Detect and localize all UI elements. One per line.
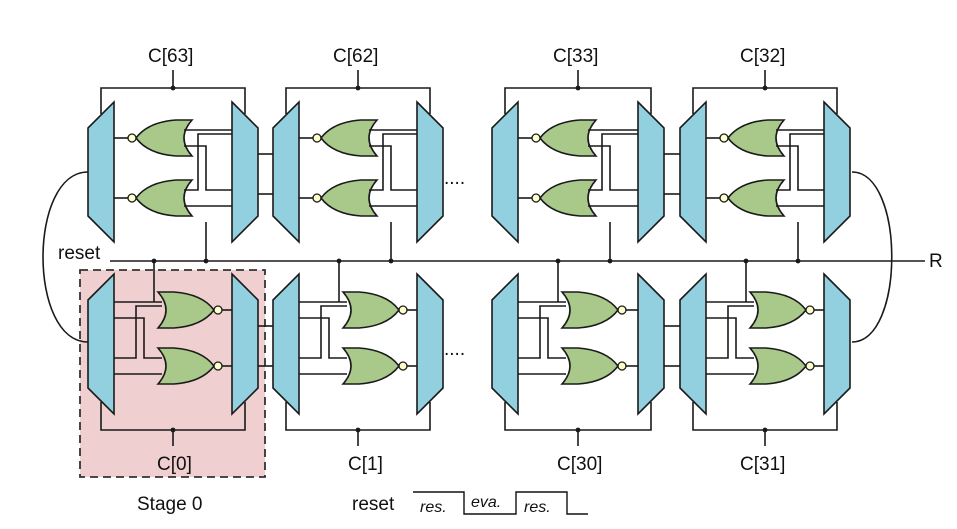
reset-waveform — [413, 491, 588, 515]
top-label-0: C[63] — [148, 46, 193, 67]
stage-0-label: Stage 0 — [137, 494, 203, 515]
bottom-gate-b-1 — [342, 347, 400, 385]
top-label-1: C[62] — [333, 46, 378, 67]
top-gate-b-0 — [135, 179, 193, 217]
reset-label: reset — [58, 243, 101, 264]
bottom-right-mux-2 — [637, 272, 665, 416]
top-bubble-b-2 — [531, 193, 541, 203]
top-gate-a-3 — [727, 119, 785, 157]
top-ellipsis: .... — [444, 168, 465, 189]
bottom-bubble-a-1 — [398, 305, 408, 315]
timing-signal-label: reset — [352, 494, 395, 515]
bottom-bubble-b-0 — [213, 361, 223, 371]
top-gate-b-2 — [539, 179, 597, 217]
bottom-bubble-a-2 — [617, 305, 627, 315]
bottom-right-mux-1 — [416, 272, 444, 416]
bottom-bubble-a-0 — [213, 305, 223, 315]
top-gate-a-0 — [135, 119, 193, 157]
bottom-bubble-b-1 — [398, 361, 408, 371]
bottom-label-2: C[30] — [557, 454, 602, 475]
left-loop-wire — [42, 171, 89, 343]
top-bubble-a-3 — [719, 133, 729, 143]
bottom-label-3: C[31] — [740, 454, 785, 475]
top-right-mux-0 — [231, 100, 259, 244]
top-bubble-b-1 — [312, 193, 322, 203]
reset-timing-diagram: reset res. eva. res. — [352, 491, 588, 516]
top-gate-b-3 — [727, 179, 785, 217]
bottom-bubble-a-3 — [805, 305, 815, 315]
bottom-right-mux-3 — [823, 272, 851, 416]
bottom-bubble-b-2 — [617, 361, 627, 371]
bottom-gate-b-2 — [561, 347, 619, 385]
bottom-left-mux-3 — [679, 272, 707, 416]
top-gate-b-1 — [320, 179, 378, 217]
top-left-mux-1 — [272, 100, 300, 244]
phase-reset-2: res. — [524, 499, 551, 516]
top-bubble-a-0 — [127, 133, 137, 143]
right-loop-wire — [851, 171, 893, 343]
top-label-2: C[33] — [553, 46, 598, 67]
stage-group — [87, 70, 851, 446]
bottom-ellipsis: .... — [444, 339, 465, 360]
bottom-gate-a-2 — [561, 291, 619, 329]
top-bubble-b-0 — [127, 193, 137, 203]
bottom-right-mux-0 — [231, 272, 259, 416]
top-label-3: C[32] — [740, 46, 785, 67]
bottom-gate-a-3 — [749, 291, 807, 329]
top-bubble-b-3 — [719, 193, 729, 203]
bottom-left-mux-0 — [87, 272, 115, 416]
bottom-bubble-b-3 — [805, 361, 815, 371]
top-left-mux-2 — [491, 100, 519, 244]
bottom-gate-a-1 — [342, 291, 400, 329]
top-left-mux-0 — [87, 100, 115, 244]
bottom-left-mux-2 — [491, 272, 519, 416]
top-bubble-a-1 — [312, 133, 322, 143]
bottom-label-1: C[1] — [348, 454, 383, 475]
top-right-mux-1 — [416, 100, 444, 244]
output-label-r: R — [929, 251, 943, 272]
top-gate-a-1 — [320, 119, 378, 157]
bottom-gate-b-3 — [749, 347, 807, 385]
top-bubble-a-2 — [531, 133, 541, 143]
bottom-left-mux-1 — [272, 272, 300, 416]
top-right-mux-2 — [637, 100, 665, 244]
bottom-label-0: C[0] — [157, 454, 192, 475]
top-right-mux-3 — [823, 100, 851, 244]
phase-evaluate: eva. — [471, 494, 501, 511]
phase-reset-1: res. — [420, 499, 447, 516]
top-gate-a-2 — [539, 119, 597, 157]
top-left-mux-3 — [679, 100, 707, 244]
